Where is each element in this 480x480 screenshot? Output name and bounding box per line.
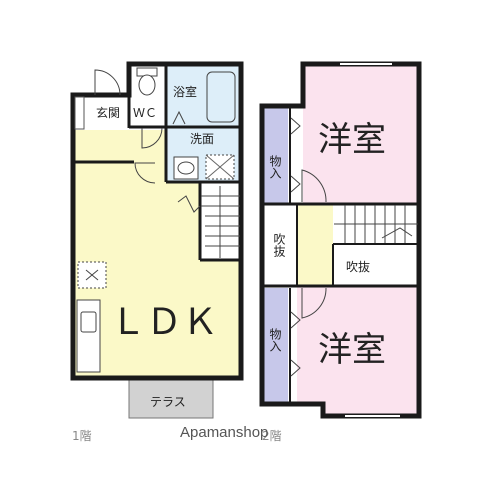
storage-door-icon xyxy=(290,175,301,193)
wc-door-icon xyxy=(141,127,163,149)
room-door-icon xyxy=(301,287,327,319)
staircase-2f-icon xyxy=(334,205,418,243)
storage-top xyxy=(262,106,288,204)
hall-2f xyxy=(297,204,333,286)
toilet-icon xyxy=(136,67,158,96)
washbasin-icon xyxy=(173,156,199,180)
entrance-door-icon xyxy=(94,69,121,96)
shoe-box xyxy=(74,96,85,130)
storage-door-icon xyxy=(290,311,301,329)
storage-bottom xyxy=(262,288,288,404)
ldk-label: ＬＤＫ xyxy=(110,302,218,343)
terrace-label: テラス xyxy=(150,395,186,409)
storage-door-icon xyxy=(290,359,301,377)
entrance-label: 玄関 xyxy=(96,105,120,120)
staircase-icon xyxy=(177,186,240,258)
floor-1: 玄関 ＷＣ 浴室 洗面 ＬＤＫ テラス 1階 xyxy=(70,61,244,443)
room-door-icon xyxy=(301,169,327,203)
void-left-label: 吹抜 xyxy=(272,233,286,258)
storage-top-label: 物入 xyxy=(268,155,282,179)
bathtub-icon xyxy=(206,71,236,123)
void-right xyxy=(333,244,419,286)
bath-label: 浴室 xyxy=(173,84,197,99)
floor1-caption: 1階 xyxy=(72,428,92,443)
kitchen-counter xyxy=(76,299,101,373)
watermark: Apamanshop xyxy=(180,424,268,441)
floor2-caption: 2階 xyxy=(262,428,282,443)
washroom-label: 洗面 xyxy=(190,132,214,146)
western-room-top xyxy=(303,64,419,204)
void-left xyxy=(262,204,297,286)
void-right-label: 吹抜 xyxy=(346,260,370,274)
washing-machine-icon xyxy=(205,154,235,180)
storage-door-icon xyxy=(290,117,301,135)
storage-bottom-label: 物入 xyxy=(268,328,282,352)
bath-door-icon xyxy=(172,110,186,125)
washroom-door-icon xyxy=(134,162,156,184)
wc-label: ＷＣ xyxy=(133,106,157,120)
fridge-icon xyxy=(77,261,107,289)
floor-2: 洋室 洋室 物入 物入 吹抜 吹抜 2階 xyxy=(259,61,422,443)
western-room-bottom-label: 洋室 xyxy=(318,330,386,370)
western-room-bottom xyxy=(297,286,419,416)
western-room-top-label: 洋室 xyxy=(318,120,386,160)
